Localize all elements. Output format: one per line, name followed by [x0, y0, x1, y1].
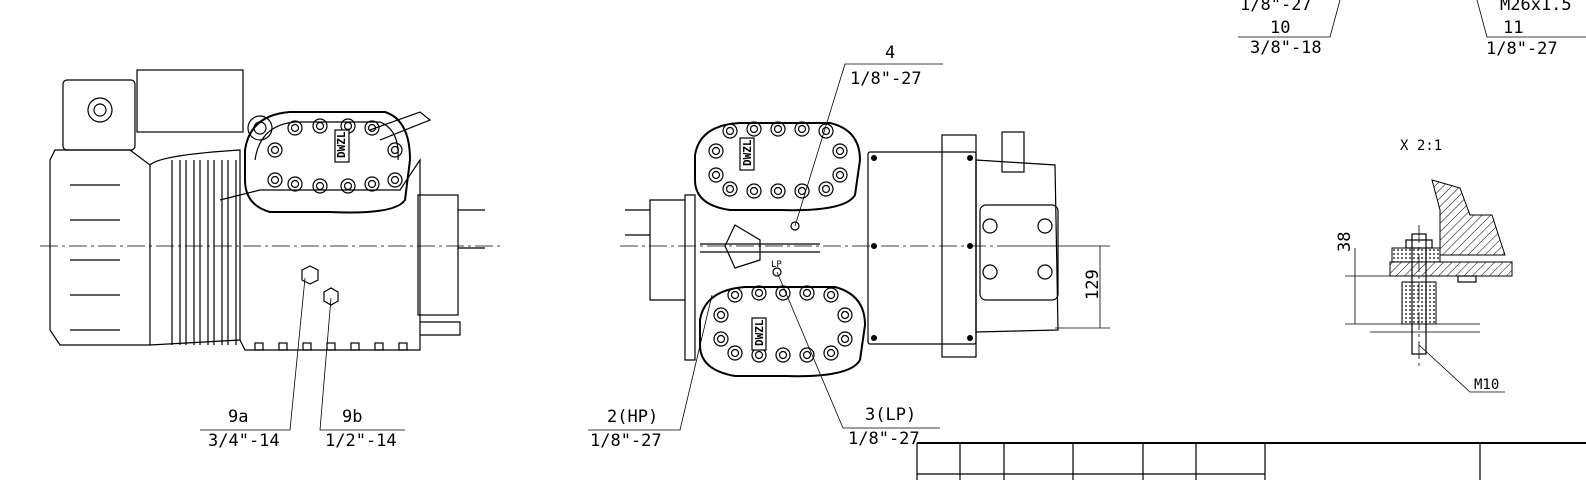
port-4-thread: 1/8"-27 [850, 69, 922, 89]
top-cut-thread-left: 1/8"-27 [1240, 0, 1312, 15]
lp-mark: LP [771, 260, 782, 270]
port-9a-plug [301, 265, 319, 285]
side-view: DWZL [40, 69, 500, 351]
top-cut-thread-right: M26x1.5 [1500, 0, 1572, 15]
bolt-icon [713, 307, 729, 323]
port-10-label: 10 [1270, 18, 1290, 38]
port-9a-thread: 3/4"-14 [208, 431, 280, 451]
port-9b-thread: 1/2"-14 [325, 431, 397, 451]
detail-title: X 2:1 [1400, 138, 1442, 154]
cooling-fin [171, 160, 181, 345]
bolt-icon [364, 176, 380, 192]
port-11-label: 11 [1503, 18, 1523, 38]
bolt-icon [823, 345, 839, 361]
bolt-icon [818, 181, 834, 197]
bolt-icon [708, 143, 724, 159]
motor-cover [867, 151, 977, 345]
port-9b-label: 9b [342, 407, 362, 427]
title-block [916, 442, 1586, 480]
bolt-icon [312, 118, 328, 134]
port-9a-label: 9a [228, 407, 248, 427]
bolt-icon [837, 331, 853, 347]
bolt-icon [727, 287, 743, 303]
oil-pump-housing [62, 79, 136, 151]
port-9b-plug [323, 287, 339, 306]
bolt-icon [775, 347, 791, 363]
cooling-fin [213, 160, 223, 345]
bolt-icon [770, 121, 786, 137]
port-2-label: 2(HP) [607, 407, 658, 427]
cylinder-head [244, 111, 412, 214]
bolt-icon [837, 307, 853, 323]
bolt-icon [713, 331, 729, 347]
bolt-icon [287, 120, 303, 136]
detail-x: X 2:1 38 M10 [1335, 138, 1513, 393]
dim-129: 129 [1083, 269, 1103, 300]
cylinder-head-bottom [699, 286, 867, 378]
bolt-icon [832, 143, 848, 159]
bolt-icon [794, 183, 810, 199]
port-3-label: 3(LP) [865, 405, 916, 425]
bolt-icon [267, 172, 283, 188]
cooling-fin [199, 160, 209, 345]
bolt-icon [722, 123, 738, 139]
bolt-icon [727, 345, 743, 361]
logo-text: DWZL [753, 319, 766, 346]
bolt-icon [340, 178, 356, 194]
motor-terminal-box [136, 69, 244, 133]
port-4-label: 4 [885, 43, 895, 63]
cooling-fin [227, 160, 237, 345]
port-11-thread: 1/8"-27 [1486, 39, 1558, 59]
bolt-icon [746, 121, 762, 137]
bolt-icon [387, 142, 403, 158]
port-2-thread: 1/8"-27 [590, 431, 662, 451]
bolt-icon [387, 172, 403, 188]
bolt-icon [770, 183, 786, 199]
bolt-icon [794, 121, 810, 137]
cooling-fin [185, 160, 195, 345]
bolt-icon [751, 285, 767, 301]
bolt-icon [832, 167, 848, 183]
port-3-thread: 1/8"-27 [848, 429, 920, 449]
crankcase [219, 158, 421, 351]
bolt-icon [799, 285, 815, 301]
bolt-icon [287, 176, 303, 192]
bolt-icon [799, 347, 815, 363]
bolt-icon [708, 167, 724, 183]
bolt-m10-label: M10 [1474, 377, 1499, 393]
cylinder-head-top [694, 122, 862, 212]
bolt-icon [818, 123, 834, 139]
bolt-icon [722, 181, 738, 197]
end-housing [49, 149, 151, 346]
dim-38: 38 [1335, 232, 1355, 252]
top-view: DWZL DWZL LP [620, 121, 1059, 378]
bolt-icon [312, 178, 328, 194]
bolt-icon [823, 287, 839, 303]
logo-text: DWZL [741, 139, 754, 166]
bolt-icon [746, 183, 762, 199]
bolt-icon [364, 120, 380, 136]
logo-text: DWZL [335, 131, 348, 158]
port-10-thread: 3/8"-18 [1250, 38, 1322, 58]
bolt-icon [267, 142, 283, 158]
